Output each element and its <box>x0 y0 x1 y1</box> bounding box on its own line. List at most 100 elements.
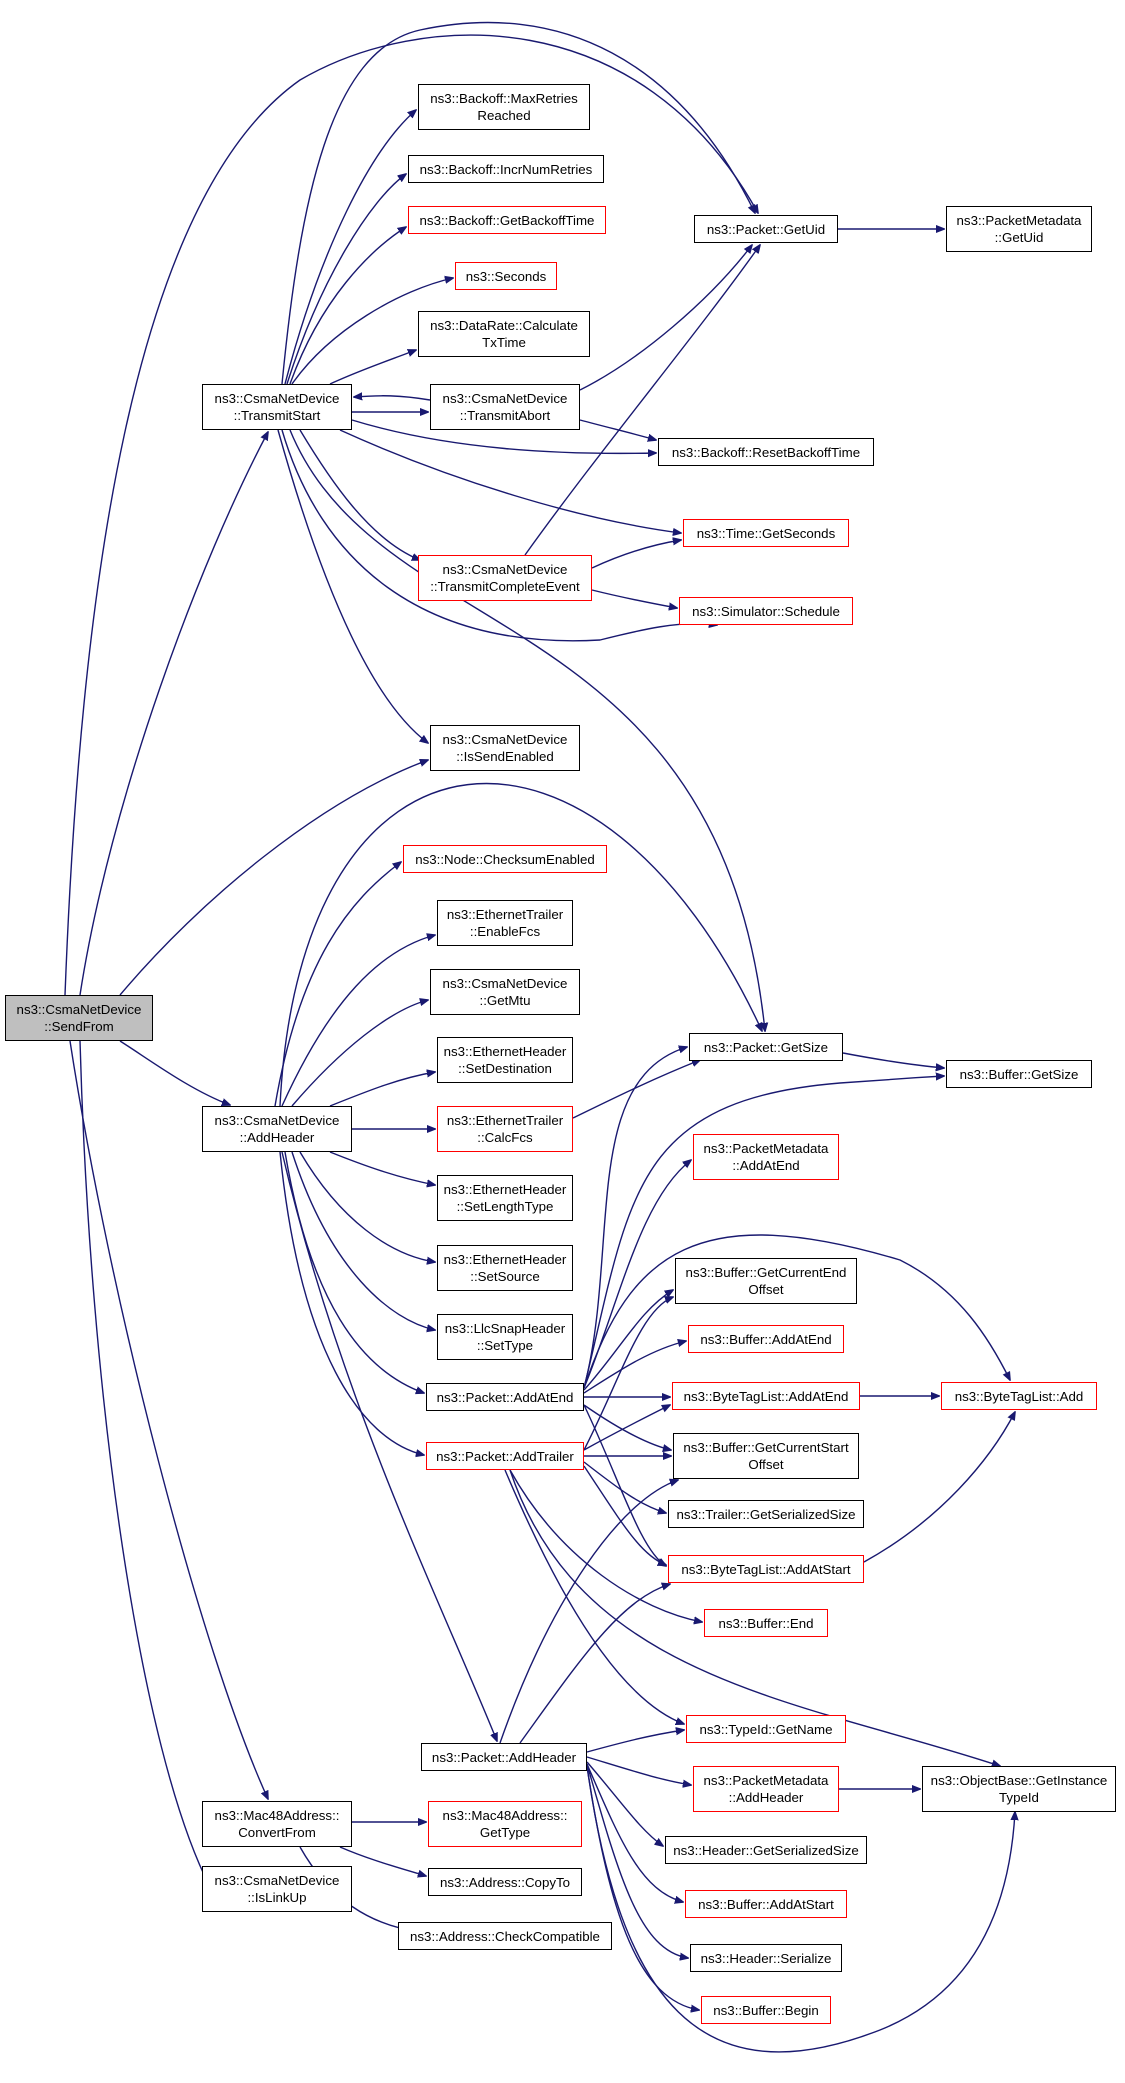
node-getcurrentstart[interactable]: ns3::Buffer::GetCurrentStart Offset <box>673 1433 859 1479</box>
node-bufferaddatstart[interactable]: ns3::Buffer::AddAtStart <box>685 1890 847 1918</box>
node-label-line: ns3::Header::GetSerializedSize <box>673 1842 859 1858</box>
node-packetaddtrailer[interactable]: ns3::Packet::AddTrailer <box>426 1442 584 1470</box>
node-enablefcs[interactable]: ns3::EthernetTrailer ::EnableFcs <box>437 900 573 946</box>
node-headerserialize[interactable]: ns3::Header::Serialize <box>690 1944 842 1972</box>
node-label-line: Offset <box>748 1457 784 1472</box>
node-resetbackofftime[interactable]: ns3::Backoff::ResetBackoffTime <box>658 438 874 466</box>
edge-transmitstart-calculatetxtime <box>329 350 416 385</box>
node-bytetagaddatend[interactable]: ns3::ByteTagList::AddAtEnd <box>672 1382 860 1410</box>
node-label-line: ns3::Buffer::AddAtEnd <box>700 1331 832 1347</box>
node-timegetseconds[interactable]: ns3::Time::GetSeconds <box>683 519 849 547</box>
edge-calcfcs-packetgetsize <box>572 1060 700 1119</box>
node-calculatetxtime[interactable]: ns3::DataRate::Calculate TxTime <box>418 311 590 357</box>
node-getbackofftime[interactable]: ns3::Backoff::GetBackoffTime <box>408 206 606 234</box>
node-packetgetuid[interactable]: ns3::Packet::GetUid <box>694 215 838 243</box>
node-label-line: ConvertFrom <box>238 1825 316 1840</box>
node-getmtu[interactable]: ns3::CsmaNetDevice ::GetMtu <box>430 969 580 1015</box>
node-setsource[interactable]: ns3::EthernetHeader ::SetSource <box>437 1245 573 1291</box>
edge-packetaddheader-bufferaddatstart <box>586 1763 683 1902</box>
node-bytetagaddatstart[interactable]: ns3::ByteTagList::AddAtStart <box>668 1555 864 1583</box>
edge-addheader-packetaddheader <box>281 1151 497 1741</box>
node-bufferaddatend[interactable]: ns3::Buffer::AddAtEnd <box>688 1325 844 1353</box>
node-label-line: ns3::Packet::AddHeader <box>431 1749 577 1765</box>
node-label-line: ns3::Seconds <box>465 268 547 284</box>
node-simschedule[interactable]: ns3::Simulator::Schedule <box>679 597 853 625</box>
node-label-line: ns3::Address::CheckCompatible <box>410 1928 600 1944</box>
edge-addheader-setdestination <box>329 1072 435 1107</box>
node-metadataaddatend[interactable]: ns3::PacketMetadata ::AddAtEnd <box>693 1134 839 1180</box>
node-label-line: ns3::Packet::AddAtEnd <box>436 1389 574 1405</box>
node-label-line: ns3::CsmaNetDevice <box>214 1113 340 1128</box>
edge-transmitstart-seconds <box>291 278 453 385</box>
node-label-line: ns3::Packet::AddTrailer <box>436 1448 574 1464</box>
node-label-line: ::SetDestination <box>458 1061 552 1076</box>
node-incrnumretries[interactable]: ns3::Backoff::IncrNumRetries <box>408 155 604 183</box>
node-label-line: ns3::CsmaNetDevice <box>16 1002 142 1017</box>
node-label-line: ns3::Packet::GetSize <box>703 1039 829 1055</box>
node-label-line: ns3::CsmaNetDevice <box>214 391 340 406</box>
node-label-line: ns3::Mac48Address:: <box>442 1808 568 1823</box>
node-checksumenabled[interactable]: ns3::Node::ChecksumEnabled <box>403 845 607 873</box>
edge-addheader-setlengthtype <box>329 1151 435 1185</box>
edge-packetaddatend-bytetagaddatstart <box>583 1404 666 1566</box>
node-setlengthtype[interactable]: ns3::EthernetHeader ::SetLengthType <box>437 1175 573 1221</box>
node-calcfcs[interactable]: ns3::EthernetTrailer ::CalcFcs <box>437 1106 573 1152</box>
node-label-line: ns3::Buffer::GetCurrentEnd <box>685 1265 847 1280</box>
node-convertfrom[interactable]: ns3::Mac48Address:: ConvertFrom <box>202 1801 352 1847</box>
edge-addheader-packetgetsize <box>279 782 762 1107</box>
node-label-line: ::AddHeader <box>728 1790 804 1805</box>
node-issendenabled[interactable]: ns3::CsmaNetDevice ::IsSendEnabled <box>430 725 580 771</box>
node-transmitabort[interactable]: ns3::CsmaNetDevice ::TransmitAbort <box>430 384 580 430</box>
node-label-line: ::AddHeader <box>239 1130 315 1145</box>
node-getinstancetypeid[interactable]: ns3::ObjectBase::GetInstance TypeId <box>922 1766 1116 1812</box>
node-label-line: Offset <box>748 1282 784 1297</box>
edge-transmitabort-transmitstart <box>354 396 431 401</box>
edge-transmitcomplete-timegetseconds <box>591 540 681 569</box>
edge-sendfrom-packetgetuid <box>64 34 758 996</box>
node-typeidgetname[interactable]: ns3::TypeId::GetName <box>686 1715 846 1743</box>
node-getcurrentend[interactable]: ns3::Buffer::GetCurrentEnd Offset <box>675 1258 857 1304</box>
node-label-line: ::IsLinkUp <box>247 1890 307 1905</box>
node-metadatagetuid[interactable]: ns3::PacketMetadata ::GetUid <box>946 206 1092 252</box>
edge-transmitstart-timegetseconds <box>339 429 681 533</box>
node-label-line: ns3::CsmaNetDevice <box>442 732 568 747</box>
node-label-line: ns3::EthernetTrailer <box>446 1113 564 1128</box>
node-packetaddatend[interactable]: ns3::Packet::AddAtEnd <box>426 1383 584 1411</box>
node-label-line: ns3::Time::GetSeconds <box>696 525 836 541</box>
node-packetgetsize[interactable]: ns3::Packet::GetSize <box>689 1033 843 1061</box>
node-llcsettype[interactable]: ns3::LlcSnapHeader ::SetType <box>437 1314 573 1360</box>
node-label-line: ::CalcFcs <box>477 1130 533 1145</box>
node-headergetsersize[interactable]: ns3::Header::GetSerializedSize <box>665 1836 867 1864</box>
node-seconds[interactable]: ns3::Seconds <box>455 262 557 290</box>
node-addheader[interactable]: ns3::CsmaNetDevice ::AddHeader <box>202 1106 352 1152</box>
node-transmitstart[interactable]: ns3::CsmaNetDevice ::TransmitStart <box>202 384 352 430</box>
node-label-line: Reached <box>477 108 531 123</box>
node-mac48gettype[interactable]: ns3::Mac48Address:: GetType <box>428 1801 582 1847</box>
node-bufferbegin[interactable]: ns3::Buffer::Begin <box>701 1996 831 2024</box>
node-packetaddheader[interactable]: ns3::Packet::AddHeader <box>421 1743 587 1771</box>
edge-transmitstart-maxretries <box>284 110 416 385</box>
node-maxretries[interactable]: ns3::Backoff::MaxRetries Reached <box>418 84 590 130</box>
node-label-line: ns3::Packet::GetUid <box>706 221 826 237</box>
node-islinkup[interactable]: ns3::CsmaNetDevice ::IsLinkUp <box>202 1866 352 1912</box>
edge-addheader-checksumenabled <box>274 862 401 1107</box>
node-label-line: ns3::ObjectBase::GetInstance <box>930 1773 1108 1788</box>
node-label-line: ns3::CsmaNetDevice <box>442 391 568 406</box>
node-bufferend[interactable]: ns3::Buffer::End <box>704 1609 828 1637</box>
edge-packetaddtrailer-getinstancetypeid <box>509 1469 1000 1766</box>
node-transmitcomplete[interactable]: ns3::CsmaNetDevice ::TransmitCompleteEve… <box>418 555 592 601</box>
node-setdestination[interactable]: ns3::EthernetHeader ::SetDestination <box>437 1037 573 1083</box>
node-buffergetsize[interactable]: ns3::Buffer::GetSize <box>946 1060 1092 1088</box>
edge-packetaddheader-headergetsersize <box>586 1761 663 1846</box>
edge-packetaddatend-packetgetsize <box>583 1047 687 1389</box>
node-addresscopyto[interactable]: ns3::Address::CopyTo <box>428 1868 582 1896</box>
node-bytetagadd[interactable]: ns3::ByteTagList::Add <box>941 1382 1097 1410</box>
edge-addheader-llcsettype <box>291 1151 435 1330</box>
node-metadataaddheader[interactable]: ns3::PacketMetadata ::AddHeader <box>693 1766 839 1812</box>
node-trailergetsersize[interactable]: ns3::Trailer::GetSerializedSize <box>668 1500 864 1528</box>
edge-packetaddtrailer-bytetagaddatstart <box>583 1465 666 1565</box>
edge-addheader-getmtu <box>291 1000 428 1107</box>
node-label-line: ::AddAtEnd <box>732 1158 800 1173</box>
node-checkcompatible[interactable]: ns3::Address::CheckCompatible <box>398 1922 612 1950</box>
node-label-line: ns3::CsmaNetDevice <box>214 1873 340 1888</box>
